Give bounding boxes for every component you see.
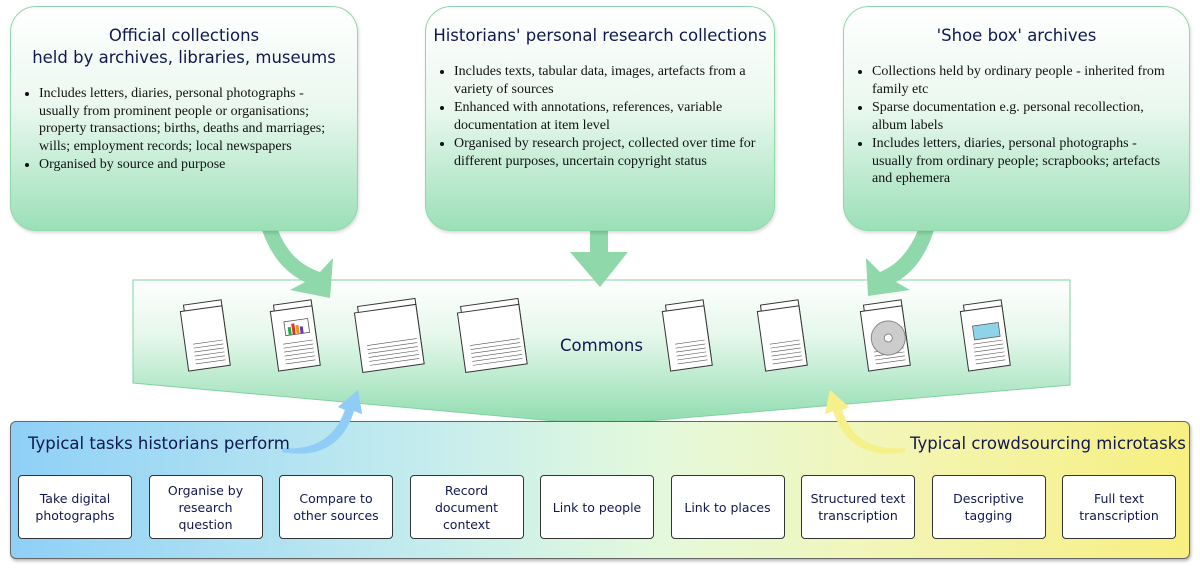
map-document-icon [958,296,1018,381]
bullet: Enhanced with annotations, references, v… [454,99,764,134]
bullet: Sparse documentation e.g. personal recol… [872,99,1179,134]
shoebox-archives-box: 'Shoe box' archives Collections held by … [843,6,1190,231]
task-box: Organise by research question [148,475,263,539]
shoebox-archives-title: 'Shoe box' archives [936,26,1097,45]
arrow-research-to-commons [570,230,628,287]
research-collections-box: Historians' personal research collection… [425,6,775,231]
flowchart-document-icon [755,296,815,381]
task-box: Link to people [540,475,654,539]
bullet: Organised by source and purpose [39,156,347,174]
task-box: Descriptive tagging [931,475,1046,539]
chart-document-icon [268,296,328,381]
bullet: Organised by research project, collected… [454,135,764,170]
crowdsourcing-tasks-title: Typical crowdsourcing microtasks [910,434,1186,453]
task-box: Link to places [670,475,785,539]
commons-label: Commons [560,336,643,355]
research-collections-title: Historians' personal research collection… [433,26,767,45]
notebook-icon [352,296,432,381]
arrow-official-to-commons [262,230,333,298]
document-stack-icon [178,296,238,381]
official-collections-box: Official collections held by archives, li… [10,6,358,231]
arrow-shoebox-to-commons [866,230,934,296]
cd-disc-icon [858,296,918,381]
title-line: held by archives, libraries, museums [32,48,336,67]
task-box: Full text transcription [1062,475,1176,539]
bullet: Collections held by ordinary people - in… [872,63,1179,98]
official-collections-title: Official collections held by archives, li… [11,25,357,69]
bullet: Includes letters, diaries, personal phot… [872,135,1179,188]
historian-tasks-title: Typical tasks historians perform [28,434,290,453]
task-box: Structured text transcription [801,475,915,539]
title-line: Official collections [108,26,260,45]
bullet: Includes texts, tabular data, images, ar… [454,63,764,98]
task-box: Record document context [409,475,524,539]
photo-album-icon [455,296,535,381]
bullet: Includes letters, diaries, personal phot… [39,85,347,155]
task-box: Take digital photographs [18,475,132,539]
task-box: Compare to other sources [279,475,393,539]
text-document-icon [660,296,720,381]
